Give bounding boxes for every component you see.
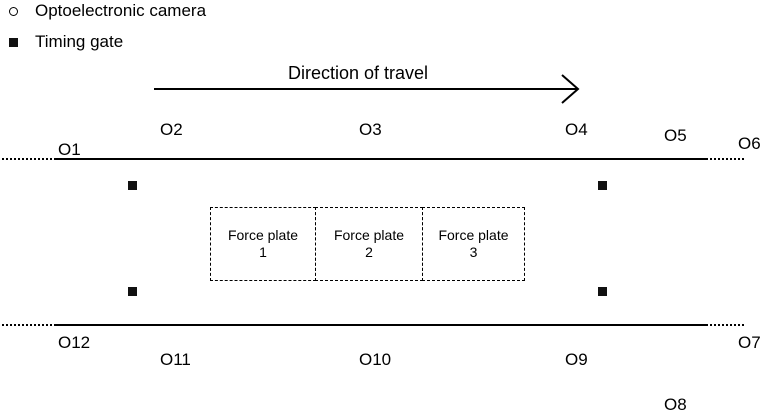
camera-o3-label: O3 (359, 120, 382, 139)
force-plate-2-number: 2 (365, 244, 373, 260)
camera-o12-label: O12 (58, 333, 91, 352)
force-plate-1-name: Force plate (227, 227, 299, 243)
timing-gate-bottom-left (128, 287, 137, 296)
force-plate-1: Force plate 1 (210, 207, 316, 281)
force-plate-2: Force plate 2 (315, 207, 423, 281)
camera-o6-label: O6 (738, 134, 761, 153)
camera-o11-label: O11 (160, 350, 191, 369)
timing-gate-bottom-right (598, 287, 607, 296)
timing-gate-top-left (128, 181, 137, 190)
direction-arrowhead (561, 74, 580, 104)
force-plate-3: Force plate 3 (422, 207, 525, 281)
timing-gate-legend-icon (9, 38, 18, 47)
timing-gate-top-right (598, 181, 607, 190)
camera-o9-label: O9 (565, 350, 588, 369)
camera-o5-label: O5 (664, 126, 687, 145)
camera-legend-icon (9, 7, 18, 16)
camera-o7-label: O7 (738, 333, 761, 352)
camera-o4-label: O4 (565, 120, 588, 139)
force-plate-3-name: Force plate (438, 227, 509, 243)
camera-o2-label: O2 (160, 120, 183, 139)
camera-o8-label: O8 (664, 395, 687, 414)
force-plate-2-name: Force plate (333, 227, 405, 243)
direction-label: Direction of travel (288, 63, 429, 83)
camera-o10-label: O10 (359, 350, 392, 369)
timing-gate-legend-label: Timing gate (35, 32, 124, 51)
force-plate-1-number: 1 (259, 244, 267, 260)
camera-legend-label: Optoelectronic camera (35, 1, 207, 20)
camera-o1-label: O1 (58, 140, 81, 159)
force-plate-3-number: 3 (469, 244, 478, 260)
